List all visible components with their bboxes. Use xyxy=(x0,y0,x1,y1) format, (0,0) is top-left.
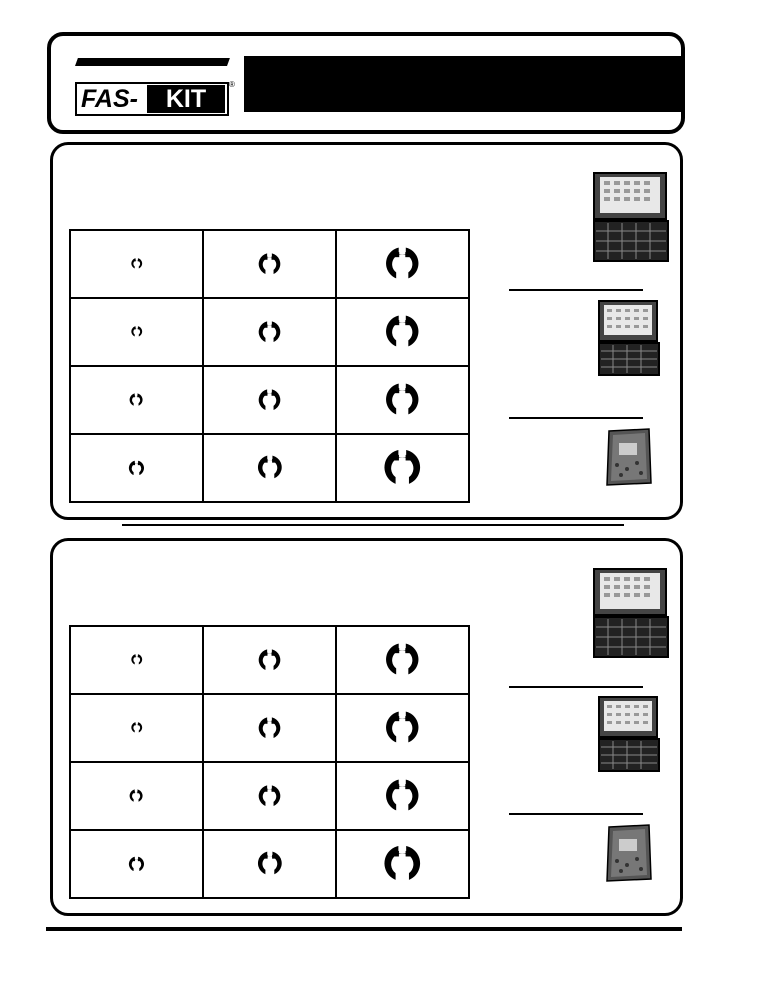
grid-row xyxy=(69,625,470,695)
kit-panel-2 xyxy=(50,538,683,916)
grid-cell xyxy=(202,433,337,503)
e-clip-icon xyxy=(386,775,419,811)
kit-case-image xyxy=(593,568,669,658)
e-clip-icon xyxy=(258,646,281,670)
registered-mark: ® xyxy=(229,80,235,89)
e-clip-icon xyxy=(131,257,142,269)
grid-cell xyxy=(69,229,204,299)
e-clip-icon xyxy=(131,325,142,337)
grid-cell xyxy=(69,693,204,763)
grid-cell xyxy=(335,433,470,503)
e-clip-icon xyxy=(131,721,142,733)
divider-line xyxy=(509,686,643,688)
grid-cell xyxy=(202,693,337,763)
e-clip-icon xyxy=(386,311,419,347)
grid-row xyxy=(69,761,470,831)
grid-row xyxy=(69,829,470,899)
e-clip-icon xyxy=(386,379,419,415)
grid-cell xyxy=(335,365,470,435)
grid-cell xyxy=(335,829,470,899)
grid-cell xyxy=(202,829,337,899)
grid-cell xyxy=(335,693,470,763)
e-clip-icon xyxy=(257,849,282,875)
divider-line xyxy=(509,289,643,291)
e-clip-icon xyxy=(258,782,281,806)
e-clip-icon xyxy=(386,707,419,743)
grid-cell xyxy=(69,761,204,831)
grid-cell xyxy=(69,829,204,899)
grid-row xyxy=(69,297,470,367)
parts-bag-image xyxy=(606,428,652,486)
grid-row xyxy=(69,433,470,503)
grid-cell xyxy=(335,625,470,695)
e-clip-icon xyxy=(258,714,281,738)
grid-row xyxy=(69,365,470,435)
header-title-bar xyxy=(244,56,681,112)
kit-case-image xyxy=(598,300,660,376)
grid-cell xyxy=(335,297,470,367)
grid-cell xyxy=(69,365,204,435)
clip-grid-1 xyxy=(69,229,470,503)
header-banner: FAS- KIT ® xyxy=(47,32,685,134)
grid-cell xyxy=(202,229,337,299)
e-clip-icon xyxy=(258,386,281,410)
grid-row xyxy=(69,693,470,763)
e-clip-icon xyxy=(258,318,281,342)
grid-cell xyxy=(202,625,337,695)
kit-case-image xyxy=(593,172,669,262)
grid-cell xyxy=(69,297,204,367)
section-divider xyxy=(122,524,624,526)
e-clip-icon xyxy=(386,243,419,279)
grid-cell xyxy=(69,625,204,695)
grid-cell xyxy=(335,761,470,831)
grid-row xyxy=(69,229,470,299)
clip-grid-2 xyxy=(69,625,470,899)
parts-bag-image xyxy=(606,824,652,882)
logo-text-kit: KIT xyxy=(147,85,225,113)
fas-kit-logo: FAS- KIT ® xyxy=(75,58,250,116)
grid-cell xyxy=(202,761,337,831)
grid-cell xyxy=(202,365,337,435)
divider-line xyxy=(509,813,643,815)
e-clip-icon xyxy=(130,787,143,802)
logo-text-fas: FAS- xyxy=(81,85,138,113)
e-clip-icon xyxy=(384,445,421,484)
divider-line xyxy=(509,417,643,419)
e-clip-icon xyxy=(131,653,142,665)
logo-stripe xyxy=(75,58,230,66)
e-clip-icon xyxy=(128,854,145,871)
grid-cell xyxy=(335,229,470,299)
e-clip-icon xyxy=(258,250,281,274)
grid-cell xyxy=(202,297,337,367)
e-clip-icon xyxy=(386,639,419,675)
kit-panel-1 xyxy=(50,142,683,520)
kit-case-image xyxy=(598,696,660,772)
e-clip-icon xyxy=(384,841,421,880)
grid-cell xyxy=(69,433,204,503)
logo-box: FAS- KIT xyxy=(75,82,229,116)
e-clip-icon xyxy=(128,458,145,475)
e-clip-icon xyxy=(130,391,143,406)
footer-rule xyxy=(46,927,682,931)
e-clip-icon xyxy=(257,453,282,479)
